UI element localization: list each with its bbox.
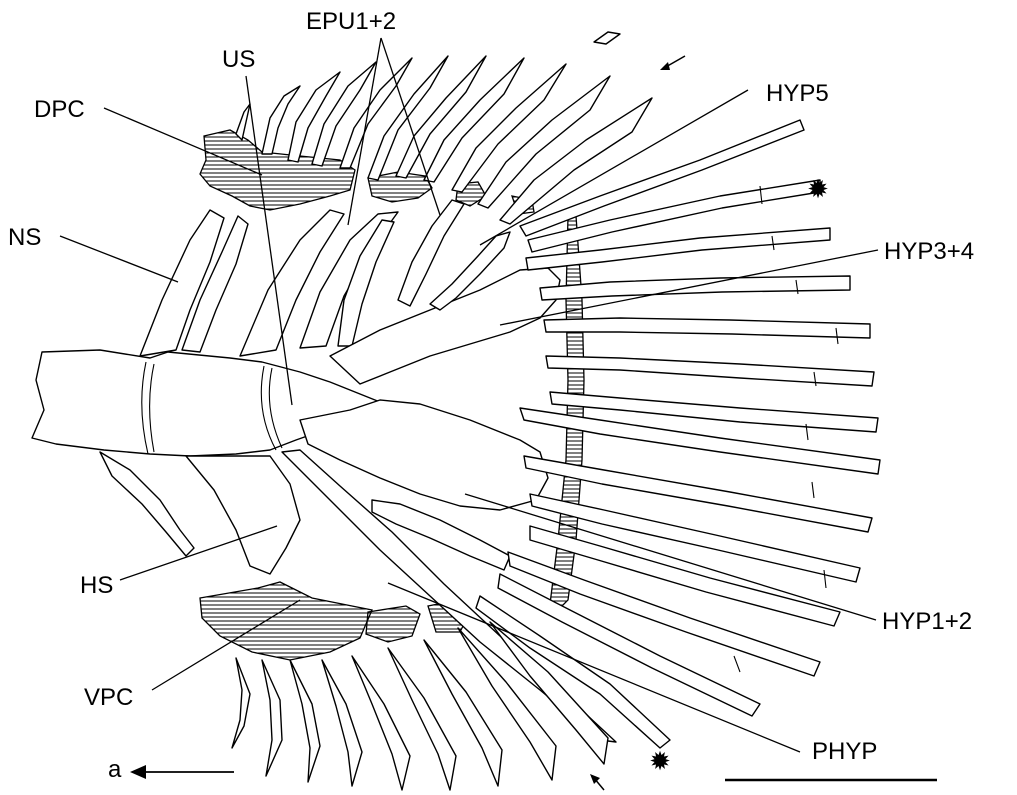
asterisk-upper-icon: ✹ [807,175,829,205]
label-ventral-procurrent-cartilage: VPC [84,686,133,710]
label-neural-spine: NS [8,226,41,250]
asterisk-lower-icon: ✹ [649,747,671,777]
neural-spines [140,210,248,356]
anterior-arrow [130,765,234,779]
label-hypural-1-2: HYP1+2 [882,610,972,634]
label-parhypural: PHYP [812,740,877,764]
svg-text:✹: ✹ [807,175,829,205]
svg-text:✹: ✹ [649,747,671,777]
label-urostyle: US [222,48,255,72]
label-hypural-5: HYP5 [766,82,829,106]
label-haemal-spine: HS [80,574,113,598]
label-dorsal-procurrent-cartilage: DPC [34,98,85,122]
principal-caudal-rays [476,120,880,748]
label-anterior: a [108,758,121,782]
label-hypural-3-4: HYP3+4 [884,240,974,264]
label-epurals: EPU1+2 [306,10,396,34]
